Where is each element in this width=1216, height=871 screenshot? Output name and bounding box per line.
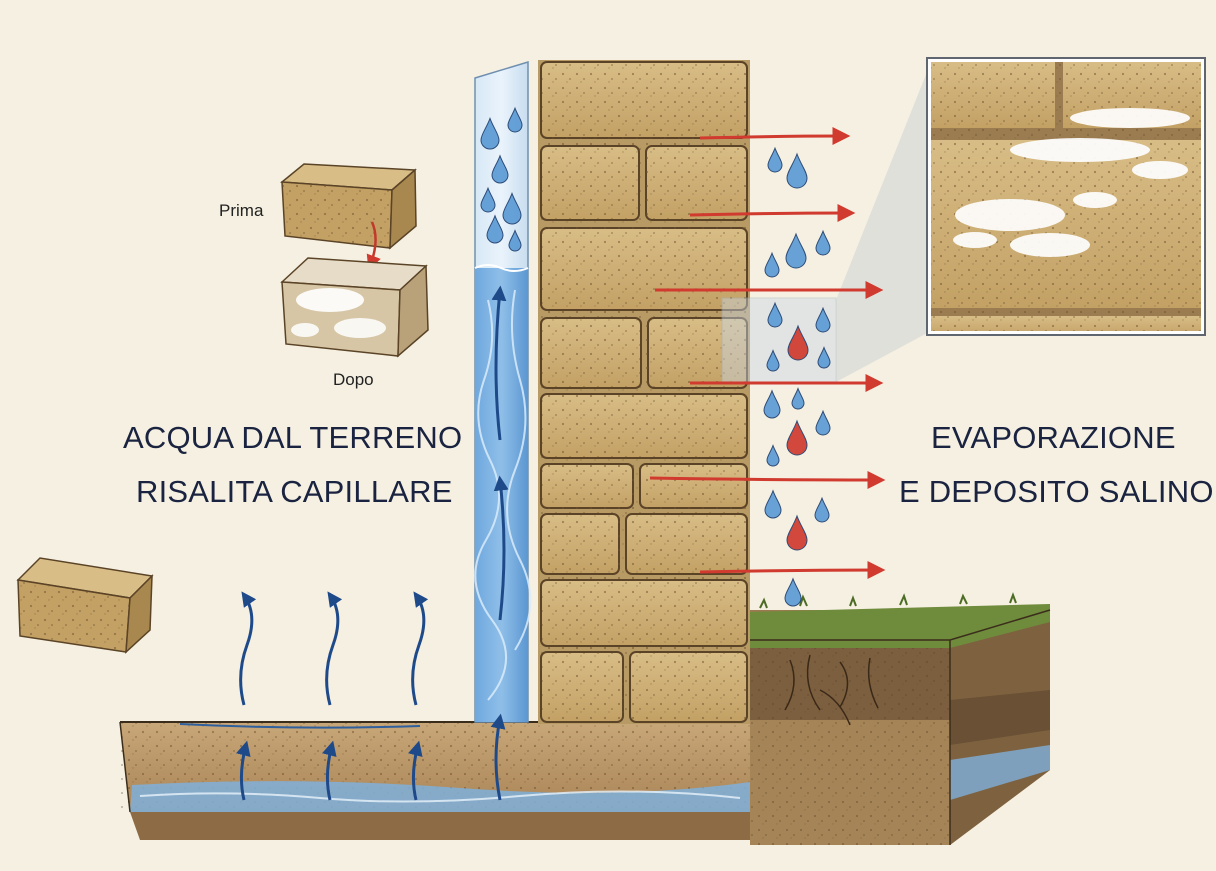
left-title-line2: RISALITA CAPILLARE [136,474,453,509]
ground-cross-section [119,721,750,840]
loose-brick [16,557,154,654]
water-drop-icon [486,214,504,244]
after-label: Dopo [333,370,374,389]
soil-block-right [750,592,1051,845]
before-label: Prima [219,201,264,220]
brick-before [280,163,417,250]
rising-arrow-icon [236,591,429,801]
water-drop-icon [763,389,781,419]
water-drop-icon [791,387,805,410]
water-drop-icon [480,186,496,213]
water-drop-icon [785,232,807,269]
water-drop-icon [815,409,831,436]
water-drop-icon [817,346,831,369]
brick-wall-icon [538,60,750,724]
red-arrow-icon [649,127,886,580]
water-drop-icon [767,301,783,328]
water-drop-icon [815,229,831,256]
capillary-tube [474,60,532,801]
water-drop-icon [767,146,783,173]
water-drop-icon [766,444,780,467]
right-title-line2: E DEPOSITO SALINO [899,474,1214,509]
water-drop-icon [786,514,808,551]
water-drop-icon [480,106,831,607]
water-drop-icon [764,489,782,519]
brick-after [280,257,429,358]
water-drop-icon [480,116,500,150]
water-drop-icon [491,154,509,184]
right-title-line1: EVAPORAZIONE [931,420,1176,455]
water-drop-icon [787,324,809,361]
water-drop-icon [784,577,802,607]
magnifier-inset-icon [836,57,1206,382]
water-drop-icon [766,349,780,372]
detail-highlight [721,297,837,383]
water-drop-icon [508,229,522,252]
water-drop-icon [814,496,830,523]
left-title-line1: ACQUA DAL TERRENO [123,420,463,455]
water-drop-icon [764,251,780,278]
water-drop-icon [507,106,523,133]
water-drop-icon [786,419,808,456]
water-drop-icon [502,191,522,225]
water-drop-icon [815,306,831,333]
water-drop-icon [786,152,808,189]
